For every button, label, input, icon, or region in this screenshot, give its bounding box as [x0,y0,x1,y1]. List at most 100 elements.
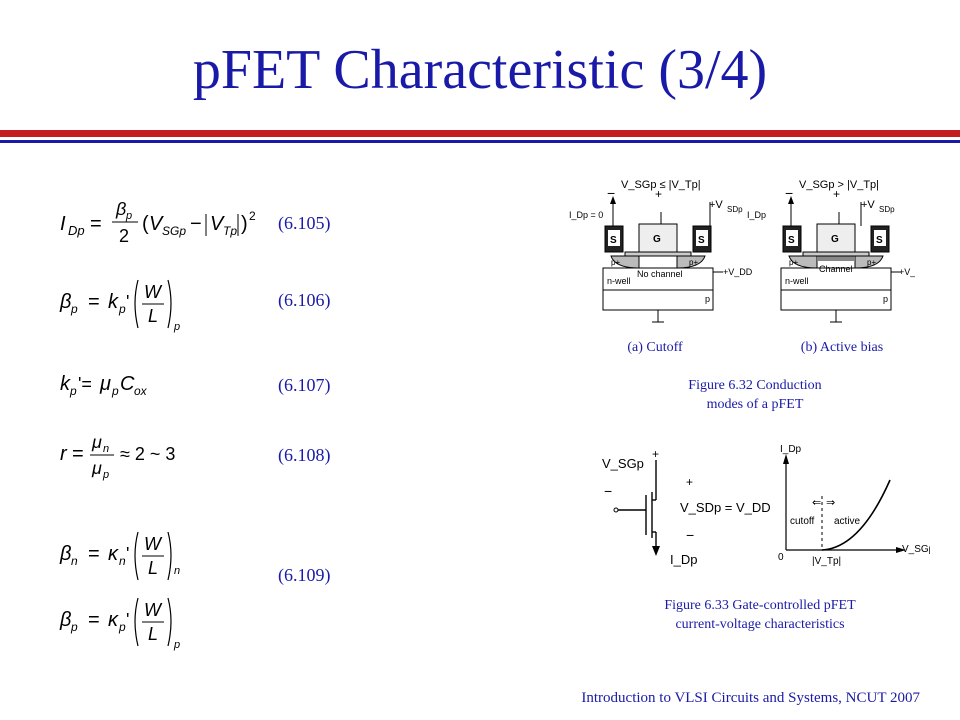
equation-6-109-pmos: β p = κ p ' W L p [59,597,180,651]
svg-text:V_SDp = V_DD: V_SDp = V_DD [680,500,771,515]
svg-text:I_Dp: I_Dp [780,444,802,455]
svg-text:p+: p+ [789,258,798,267]
equation-number-6-105: (6.105) [278,213,331,233]
figure-6-32-diagram: V_SGp ≤ |V_Tp| − + I_Dp = 0 +V SDp n-wel… [569,179,915,323]
svg-text:=: = [72,443,84,465]
svg-text:SGp: SGp [162,224,186,238]
svg-text:W: W [144,282,163,302]
equation-number-6-109: (6.109) [278,565,331,585]
iv-graph: I_Dp V_SGp cutoff active ⇐ ⇒ 0 |V_Tp| [778,444,930,567]
svg-text:G: G [831,234,839,245]
svg-text:cutoff: cutoff [790,516,814,527]
svg-text:n-well: n-well [607,276,631,286]
svg-text:β: β [59,543,71,565]
svg-text:+: + [652,447,659,461]
active-top-label: V_SGp > |V_Tp| [799,179,879,191]
svg-text:−: − [785,185,793,201]
svg-text:p+: p+ [867,258,876,267]
svg-text:β: β [115,199,126,219]
svg-text:|V_Tp|: |V_Tp| [812,556,841,567]
svg-text:W: W [144,600,163,620]
svg-text:n-well: n-well [785,276,809,286]
svg-text:2: 2 [119,226,129,246]
figure-6-33-caption: Figure 6.33 Gate-controlled pFET current… [664,598,856,632]
active-cross-section: V_SGp > |V_Tp| − + I_Dp +V SDp n-well p … [747,179,915,323]
cutoff-idp-label: I_Dp = 0 [569,210,603,220]
svg-text:SDp: SDp [727,205,743,214]
cutoff-region-label: No channel [637,269,683,279]
cutoff-vsdp-label: +V [709,199,723,211]
svg-text:I: I [60,213,66,235]
svg-text:⇒: ⇒ [826,497,835,509]
svg-text:p+: p+ [611,258,620,267]
equation-number-6-108: (6.108) [278,445,331,465]
svg-text:k: k [60,373,71,395]
svg-text:V: V [149,213,164,235]
svg-text:Dp: Dp [68,223,85,238]
svg-text:S: S [610,235,617,246]
svg-text:SDp: SDp [879,205,895,214]
svg-text:n: n [103,443,109,455]
svg-text:p+: p+ [689,258,698,267]
svg-text:S: S [698,235,705,246]
svg-text:Tp: Tp [223,224,237,238]
svg-text:≈ 2 ~ 3: ≈ 2 ~ 3 [120,444,175,464]
pfet-circuit: V_SGp + − + V_SDp = V_DD − I_Dp [602,447,771,567]
svg-text:=: = [90,213,102,235]
svg-text:p: p [102,469,109,481]
svg-text:κ: κ [108,609,119,631]
svg-text:p: p [111,384,119,398]
svg-text:n: n [71,554,78,568]
svg-text:=: = [88,291,100,313]
svg-text:': ' [126,544,129,564]
cutoff-cross-section: V_SGp ≤ |V_Tp| − + I_Dp = 0 +V SDp n-wel… [569,179,753,323]
svg-text:μ: μ [91,458,102,478]
equation-6-108: r = μ n μ p ≈ 2 ~ 3 [60,432,175,481]
svg-text:+: + [655,187,662,201]
svg-text:': ' [126,292,129,312]
svg-text:): ) [241,213,248,235]
subfigure-a-label: (a) Cutoff [627,340,683,355]
svg-text:0: 0 [778,552,784,563]
svg-text:n: n [174,565,180,577]
footer-text: Introduction to VLSI Circuits and System… [581,690,920,706]
svg-text:2: 2 [249,209,256,223]
svg-text:(: ( [142,213,149,235]
equation-6-106: β p = k p ' W L p [59,279,180,333]
equation-number-6-107: (6.107) [278,375,331,395]
svg-text:+V_DD: +V_DD [899,267,915,277]
svg-text:V_SGp: V_SGp [602,456,644,471]
active-idp-label: I_Dp [747,210,766,220]
svg-text:k: k [108,291,119,313]
svg-text:ox: ox [134,384,148,398]
svg-text:p: p [705,294,710,304]
svg-text:⇐: ⇐ [812,497,821,509]
svg-text:p: p [70,302,78,316]
active-region-label: Channel [819,264,853,274]
svg-text:n: n [119,554,126,568]
svg-text:L: L [148,558,158,578]
svg-text:V_SGp: V_SGp [902,544,930,555]
svg-text:−: − [604,483,612,499]
svg-text:p: p [173,639,180,651]
svg-text:=: = [88,543,100,565]
svg-text:+V_DD: +V_DD [723,267,753,277]
svg-text:=: = [88,609,100,631]
slide-title: pFET Characteristic (3/4) [192,39,768,101]
svg-text:L: L [148,624,158,644]
svg-text:r: r [60,443,68,465]
svg-text:+: + [833,187,840,201]
figure-6-33-diagram: V_SGp + − + V_SDp = V_DD − I_Dp I_Dp V_S… [602,444,930,567]
svg-text:W: W [144,534,163,554]
svg-text:−: − [607,185,615,201]
svg-text:p: p [125,210,132,222]
svg-text:active: active [834,516,861,527]
subfigure-b-label: (b) Active bias [800,340,884,355]
svg-text:p: p [70,620,78,634]
svg-text:p: p [118,302,126,316]
title-rule-red [0,130,960,137]
svg-text:+V: +V [861,199,875,211]
svg-text:+: + [686,475,693,489]
svg-text:I_Dp: I_Dp [670,552,697,567]
figure-6-32-caption: Figure 6.32 Conduction modes of a pFET [688,378,822,412]
